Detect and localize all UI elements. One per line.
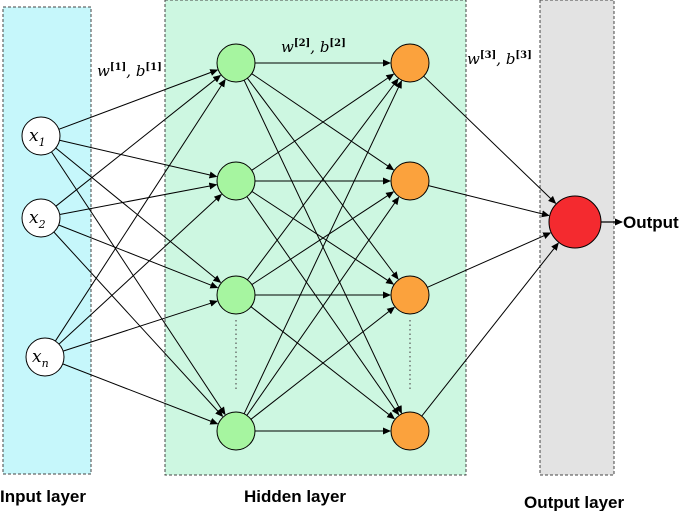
edge-hidden2-output [427, 232, 552, 288]
edge-hidden2-output [423, 75, 557, 204]
edge-input-hidden1 [62, 363, 219, 425]
edge-input-hidden1 [58, 193, 223, 345]
edge-input-hidden1 [55, 74, 222, 207]
edge-hidden1-hidden2 [246, 78, 399, 281]
hidden2-node [390, 275, 430, 315]
edge-hidden1-hidden2 [251, 191, 395, 286]
connection-lines [51, 59, 559, 435]
edge-input-hidden1 [58, 69, 219, 130]
edge-hidden1-hidden2 [246, 196, 400, 416]
hidden1-node [216, 275, 256, 315]
input-layer-region [2, 6, 92, 475]
edge-hidden1-hidden2 [251, 73, 395, 171]
edge-input-hidden1 [51, 151, 226, 416]
input-node [21, 198, 61, 238]
hidden2-node [390, 161, 430, 201]
edge-hidden2-output [428, 185, 550, 218]
output-layer-label: Output layer [524, 493, 625, 511]
hidden1-node [216, 43, 256, 83]
input-node [25, 337, 65, 377]
weight-label-1: w[1], b[1] [97, 62, 162, 80]
edge-input-hidden1 [59, 182, 218, 215]
edge-input-hidden1 [54, 78, 226, 342]
input-node-label-n: xn [32, 347, 49, 370]
weight-label-2: w[2], b[2] [281, 38, 346, 56]
output-text: Output [623, 213, 679, 232]
edge-input-hidden1 [58, 224, 219, 289]
edge-hidden1-hidden2 [250, 306, 396, 420]
edge-hidden2-output [421, 242, 559, 417]
edge-input-hidden1 [62, 300, 218, 352]
weight-label-3: w[3], b[3] [467, 50, 532, 68]
output-node [548, 195, 602, 249]
input-layer-label: Input layer [0, 487, 86, 506]
edge-input-hidden1 [59, 139, 218, 179]
edge-input-hidden1 [55, 147, 222, 283]
hidden1-node [216, 411, 256, 451]
hidden2-node [390, 43, 430, 83]
input-node-label-1: x1 [29, 126, 46, 149]
nodes [21, 43, 602, 451]
input-node-label-2: x2 [29, 208, 46, 231]
hidden-layer-label: Hidden layer [244, 487, 346, 506]
input-node [21, 116, 61, 156]
hidden1-node [216, 161, 256, 201]
edge-input-hidden1 [53, 231, 224, 417]
edge-hidden1-hidden2 [243, 80, 402, 415]
hidden2-node [390, 411, 430, 451]
